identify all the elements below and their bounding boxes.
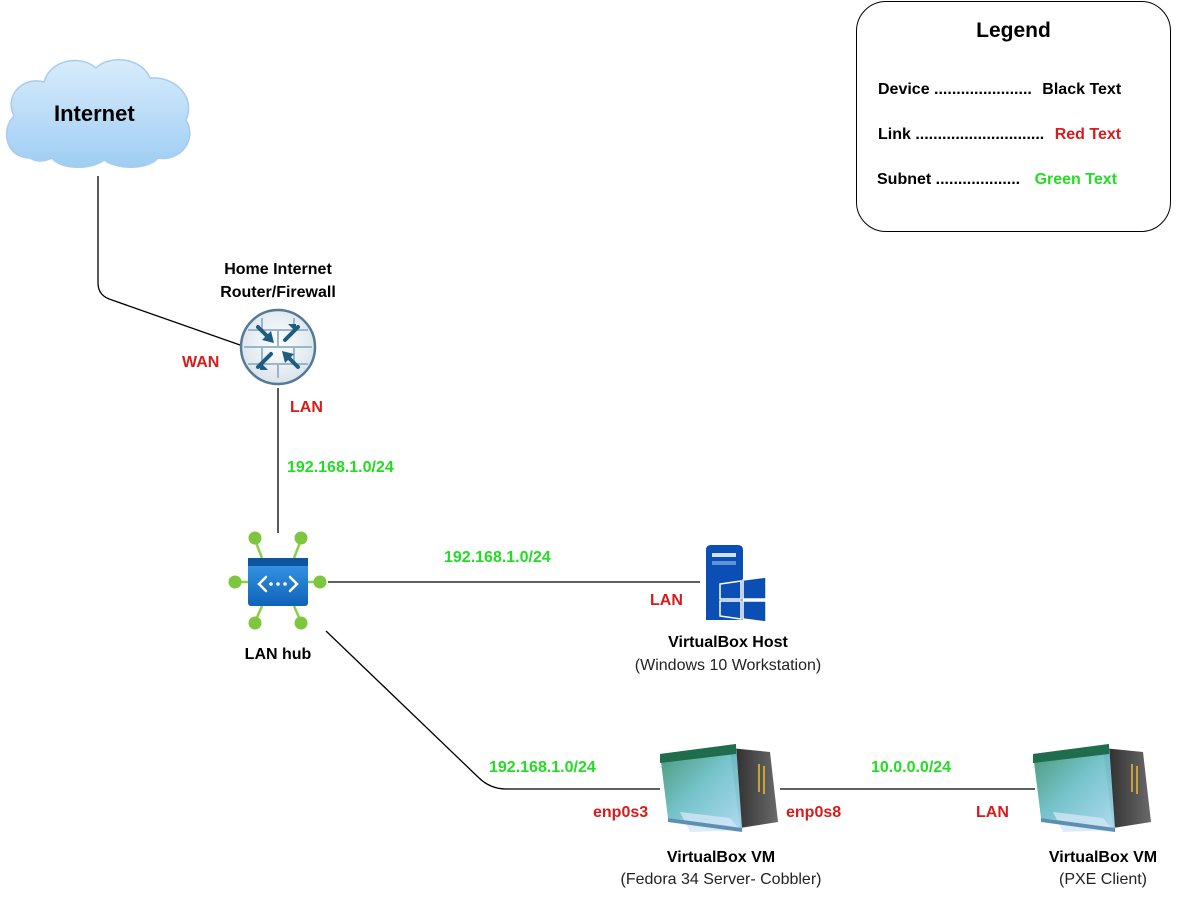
subnet-label-hub-cobbler: 192.168.1.0/24	[489, 759, 596, 776]
subnet-label-hub-host: 192.168.1.0/24	[444, 549, 551, 566]
firewall-router-icon	[239, 308, 317, 386]
legend-title: Legend	[976, 19, 1051, 42]
host-label: VirtualBox Host	[668, 634, 788, 651]
windows-server-icon	[706, 545, 767, 623]
legend-row-value: Green Text	[1034, 171, 1117, 188]
hub-label: LAN hub	[244, 646, 312, 663]
virtual-machine-icon	[660, 744, 778, 832]
legend-row-label: Subnet ...................	[877, 171, 1021, 188]
link-label-enp0s8: enp0s8	[786, 804, 842, 821]
link-internet-router	[97, 176, 241, 346]
router-label-line1: Home Internet	[224, 261, 332, 278]
subnet-label-router-hub: 192.168.1.0/24	[287, 459, 394, 476]
legend-row-value: Red Text	[1054, 126, 1122, 143]
vm-cobbler-sublabel: (Fedora 34 Server- Cobbler)	[620, 871, 822, 888]
legend-row-subnet: Subnet ................... Green Text	[877, 171, 1117, 189]
link-label-client-lan: LAN	[976, 804, 1009, 821]
vm-cobbler-label: VirtualBox VM	[666, 849, 776, 866]
vm-client-sublabel: (PXE Client)	[1058, 871, 1148, 888]
router-label-line2: Router/Firewall	[220, 284, 336, 301]
subnet-label-cobbler-client: 10.0.0.0/24	[871, 759, 952, 776]
cloud-icon	[5, 59, 191, 168]
link-label-host-lan: LAN	[650, 592, 683, 609]
link-hub-cobbler	[325, 630, 660, 790]
legend-row-value: Black Text	[1042, 81, 1122, 98]
host-sublabel: (Windows 10 Workstation)	[634, 657, 822, 674]
legend-row-label: Device ......................	[878, 81, 1032, 98]
legend-row-label: Link .............................	[878, 126, 1045, 143]
legend-box: Legend Device ...................... Bla…	[856, 1, 1171, 232]
virtual-machine-icon	[1033, 744, 1151, 832]
network-hub-icon	[228, 531, 327, 630]
link-label-wan: WAN	[182, 354, 220, 371]
vm-client-label: VirtualBox VM	[1048, 849, 1158, 866]
link-label-enp0s3: enp0s3	[593, 804, 649, 821]
legend-row-link: Link ............................. Red T…	[878, 126, 1121, 144]
legend-row-device: Device ...................... Black Text	[878, 81, 1121, 99]
link-label-router-lan: LAN	[290, 399, 323, 416]
internet-label: Internet	[54, 101, 135, 126]
